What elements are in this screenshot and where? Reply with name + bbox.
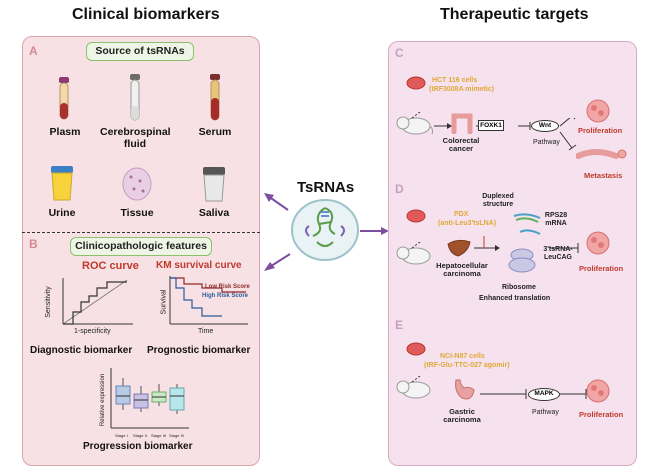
mapk-node: MAPK [528,388,560,401]
km-plot [169,276,248,325]
c-mimetic: (tRF3008A mimetic) [429,86,495,93]
c-proliferation: Proliferation [578,126,623,135]
box-cat-2: Stage II [133,433,147,438]
box-cat-4: Stage IV [169,433,185,438]
panel-e-letter: E [395,318,404,332]
petri-dish-icon-c [406,76,426,90]
c-disease: Colorectal cancer [442,136,480,153]
panel-b-letter: B [29,237,38,251]
mouse-icon-c [396,112,434,135]
source-csf: Cerebrospinal fluid [100,126,171,150]
tumor-icon-d [586,231,610,255]
panel-a-letter: A [29,44,38,58]
c-cells: HCT 116 cells [432,77,478,84]
rna-strands-icon [513,213,541,235]
km-title: KM survival curve [156,260,242,271]
e-disease: Gastric carcinoma [443,407,481,424]
c-metastasis: Metastasis [584,171,623,180]
e-agomir: (tRF-Glu-TTC-027 agomir) [424,362,510,369]
e-cells: NCI-N87 cells [440,353,485,360]
arrow-to-b [264,253,291,271]
wnt-node: Wnt [531,120,559,132]
metastasis-icon [576,149,627,159]
stomach-icon [455,379,475,400]
tumor-icon-c [586,99,610,123]
csf-tube-icon [130,74,140,121]
d-drug: PDX [454,211,469,218]
c-arrows [434,118,577,151]
source-saliva: Saliva [198,207,230,219]
d-ts: 3'tsRNA-LeuCAG [543,246,573,261]
box-ylabel: Relative expression [100,373,107,427]
d-arrows [474,236,579,253]
d-enhanced: Enhanced translation [479,295,551,302]
liver-icon [447,239,471,257]
km-ylabel: Survival [160,289,168,315]
e-proliferation: Proliferation [579,410,624,419]
box-cat-3: Stage III [151,433,166,438]
d-ribosome: Ribosome [502,284,536,291]
roc-title: ROC curve [82,260,139,272]
d-drug2: (anti-Leu3'tsLNA) [438,220,497,227]
box-cat-1: Stage I [115,433,128,438]
source-plasm: Plasm [49,126,81,138]
urine-cup-icon [51,166,73,201]
arrow-to-right [360,227,389,235]
panel-divider [22,232,260,233]
d-duplex: Duplexed structure [482,193,514,208]
prognostic-label: Prognostic biomarker [147,345,251,356]
km-xlabel: Time [198,328,214,335]
source-pill: Source of tsRNAs [86,42,194,61]
foxk1-gene: FOXK1 [478,120,504,131]
center-label: TsRNAs [297,179,355,196]
mouse-icon-d [396,242,431,265]
d-proliferation: Proliferation [579,264,624,273]
roc-plot [62,278,133,325]
diagnostic-label: Diagnostic biomarker [30,345,133,356]
km-legend-high: High Risk Score [202,293,249,299]
d-rps: RPS28 mRNA [544,212,568,227]
panel-d-letter: D [395,182,404,196]
arrow-to-a [264,193,289,211]
roc-xlabel: 1-specificity [74,328,111,335]
panel-c-letter: C [395,46,404,60]
right-title: Therapeutic targets [440,6,589,23]
plasm-tube-icon [59,77,69,120]
tissue-icon [122,167,152,201]
progression-label: Progression biomarker [83,441,193,452]
source-serum: Serum [198,126,232,138]
saliva-cup-icon [203,167,225,202]
serum-tube-icon [210,74,220,121]
e-pathway-label: Pathway [532,409,559,416]
colon-icon [451,113,473,134]
tsrna-circle-icon [291,199,359,261]
source-urine: Urine [48,207,76,219]
source-tissue: Tissue [120,207,154,219]
d-disease: Hepatocellular carcinoma [436,261,488,278]
left-title: Clinical biomarkers [72,6,220,23]
c-pathway-label: Pathway [533,139,560,146]
box-plot [110,368,189,429]
mouse-icon-e [396,376,431,399]
petri-dish-icon-d [406,209,426,223]
ribosome-icon [508,248,536,273]
km-legend-low: Low Risk Score [205,284,250,290]
clinico-pill: Clinicopathologic features [70,237,212,256]
e-arrows [480,389,587,399]
petri-dish-icon-e [406,342,426,356]
tumor-icon-e [586,379,610,403]
roc-ylabel: Sensitivity [44,286,52,318]
